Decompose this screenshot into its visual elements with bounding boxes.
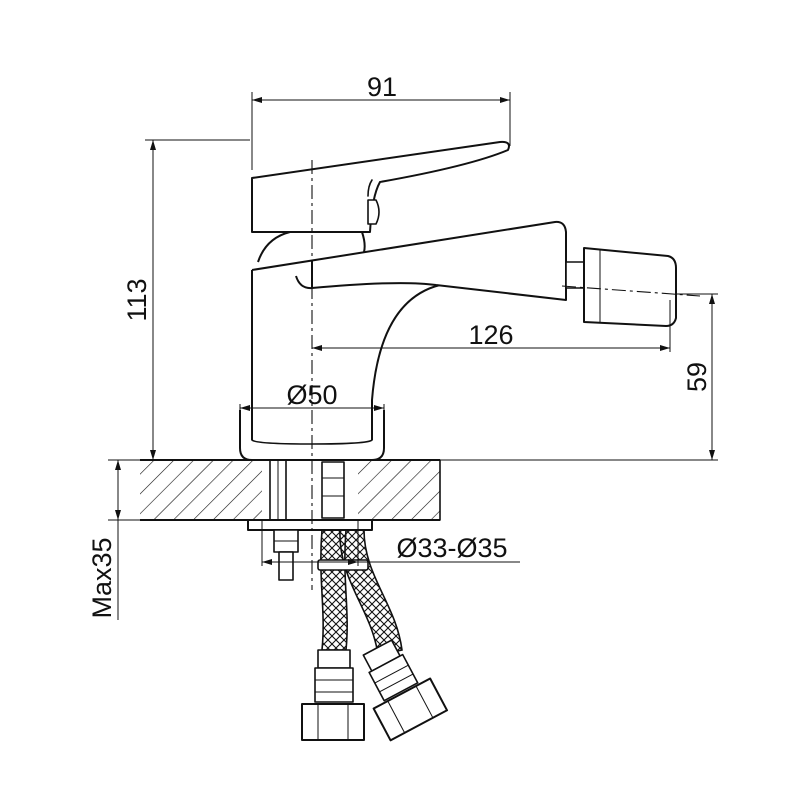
countertop	[140, 459, 441, 521]
dimension-hole-diameter: Ø33-Ø35	[261, 520, 520, 566]
faucet-body	[239, 140, 677, 461]
dimension-height-total: 113	[122, 139, 250, 460]
dimension-width-top-label: 91	[367, 72, 397, 102]
dimension-base-diameter-label: Ø50	[286, 380, 337, 410]
dimension-spout-height: 59	[440, 293, 718, 461]
mounting-hardware	[247, 459, 373, 581]
dimension-spout-reach: 126	[312, 300, 671, 352]
dimension-base-diameter: Ø50	[239, 380, 385, 414]
dimension-height-total-label: 113	[122, 278, 152, 321]
center-lines	[311, 160, 701, 590]
dimension-spout-reach-label: 126	[468, 320, 513, 350]
dimension-hole-diameter-label: Ø33-Ø35	[396, 533, 507, 563]
dimension-max-thickness: Max35	[87, 459, 140, 620]
dimension-max-thickness-label: Max35	[87, 537, 117, 618]
dimension-width-top: 91	[251, 72, 511, 170]
dimension-spout-height-label: 59	[682, 362, 712, 392]
